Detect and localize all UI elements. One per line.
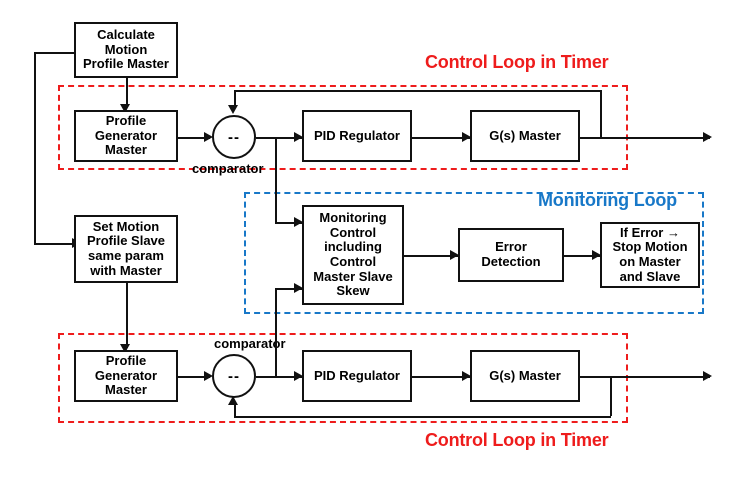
wire-feedback-across-bottom	[234, 416, 611, 418]
wire-slave-down	[126, 283, 128, 348]
label-control-loop-bottom: Control Loop in Timer	[425, 430, 609, 450]
arrowhead-into-pid-top	[294, 132, 303, 142]
wire-feedback-across-top	[234, 90, 601, 92]
wire-monitoring-to-error	[404, 255, 458, 257]
comparator-bottom: --	[212, 354, 256, 398]
arrowhead-into-stop-motion	[592, 250, 601, 260]
wire-comparator-to-pid-bottom	[256, 376, 302, 378]
arrowhead-into-profile-generator-bottom	[120, 344, 130, 353]
wire-feedback-up-top	[600, 90, 602, 137]
arrowhead-into-gs-bottom	[462, 371, 471, 381]
arrowhead-into-monitoring-lower	[294, 283, 303, 293]
label-control-loop-top: Control Loop in Timer	[425, 52, 609, 72]
arrowhead-into-gs-top	[462, 132, 471, 142]
region-monitoring-loop	[244, 192, 704, 314]
region-control-loop-bottom	[58, 333, 628, 423]
comparator-top-caption: comparator	[192, 161, 264, 176]
wire-pid-to-gs-bottom	[412, 376, 470, 378]
wire-tap-up-to-monitoring	[275, 288, 277, 376]
comparator-top: --	[212, 115, 256, 159]
wire-tap-down-to-monitoring	[275, 137, 277, 222]
wire-pgm-to-comparator-bottom	[178, 376, 210, 378]
wire-tap-into-monitoring-upper	[275, 222, 302, 224]
wire-feedback-down-top	[234, 90, 236, 108]
block-gs-master-top: G(s) Master	[470, 110, 580, 162]
block-pid-regulator-bottom: PID Regulator	[302, 350, 412, 402]
wire-comparator-to-pid-top	[256, 137, 302, 139]
wire-left-to-slave	[34, 243, 74, 245]
arrowhead-into-monitoring-upper	[294, 217, 303, 227]
comparator-bottom-caption: comparator	[214, 336, 286, 351]
arrowhead-into-pid-bottom	[294, 371, 303, 381]
wire-feedback-up-bottom	[234, 404, 236, 416]
arrowhead-feedback-into-comparator-top	[228, 105, 238, 114]
wire-calc-down	[126, 78, 128, 107]
block-pid-regulator-top: PID Regulator	[302, 110, 412, 162]
wire-left-down	[34, 52, 36, 243]
arrowhead-into-error-detection	[450, 250, 459, 260]
wire-pid-to-gs-top	[412, 137, 470, 139]
wire-calc-to-left	[34, 52, 74, 54]
arrowhead-plant-output-top	[703, 132, 712, 142]
arrowhead-plant-output-bottom	[703, 371, 712, 381]
arrowhead-into-comparator-bottom	[204, 371, 213, 381]
wire-pgm-to-comparator-top	[178, 137, 210, 139]
label-monitoring-loop: Monitoring Loop	[538, 190, 677, 210]
wire-feedback-down-bottom	[610, 376, 612, 416]
wire-gs-output-top	[580, 137, 710, 139]
wire-gs-output-bottom	[580, 376, 710, 378]
wire-error-to-stop	[564, 255, 600, 257]
block-gs-master-bottom: G(s) Master	[470, 350, 580, 402]
arrowhead-into-comparator-top	[204, 132, 213, 142]
arrowhead-into-profile-generator-top	[120, 104, 130, 113]
arrowhead-feedback-into-comparator-bottom	[228, 396, 238, 405]
wire-tap-into-monitoring-lower	[275, 288, 302, 290]
region-control-loop-top	[58, 85, 628, 170]
